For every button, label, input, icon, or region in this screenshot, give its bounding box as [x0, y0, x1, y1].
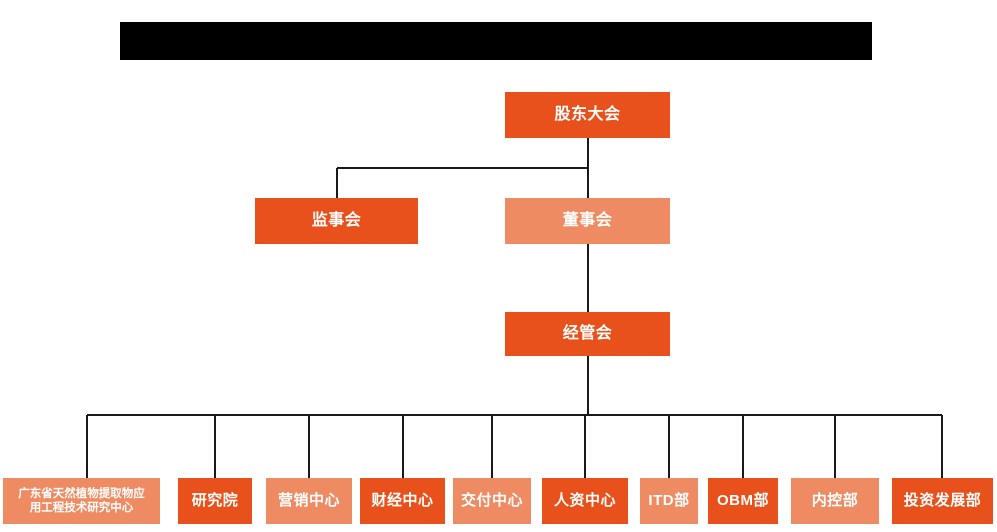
connector-management-down [586, 356, 589, 415]
node-label: 监事会 [311, 212, 362, 229]
node-label: 股东大会 [554, 106, 621, 123]
connector-department-stem [584, 415, 586, 478]
connector-supervisors-down [336, 168, 338, 198]
node-label: OBM部 [717, 491, 769, 509]
redacted-title-bar [120, 22, 872, 60]
node-board-of-directors[interactable]: 董事会 [505, 198, 670, 244]
node-label: ITD部 [648, 491, 690, 509]
node-label: 董事会 [562, 212, 613, 229]
node-management-committee[interactable]: 经管会 [505, 312, 670, 356]
connector-department-stem [214, 415, 216, 478]
node-label: 研究院 [191, 491, 239, 509]
node-shareholders-meeting[interactable]: 股东大会 [505, 92, 670, 138]
connector-shareholders-down [586, 138, 589, 168]
connector-department-stem [308, 415, 310, 478]
connector-department-stem [402, 415, 404, 478]
node-label: 内控部 [811, 491, 859, 509]
node-label: 广东省天然植物提取物应 用工程技术研究中心 [18, 487, 145, 514]
node-department[interactable]: ITD部 [640, 478, 698, 524]
node-department[interactable]: 交付中心 [453, 478, 531, 524]
connector-department-stem [941, 415, 943, 478]
node-label: 经管会 [562, 325, 613, 342]
node-label: 营销中心 [277, 491, 340, 509]
node-department[interactable]: 广东省天然植物提取物应 用工程技术研究中心 [3, 478, 160, 524]
connector-department-bus [87, 414, 942, 416]
node-department[interactable]: 人资中心 [542, 478, 628, 524]
node-department[interactable]: 投资发展部 [892, 478, 993, 524]
connector-directors-to-management [586, 244, 589, 312]
node-label: 交付中心 [460, 491, 523, 509]
node-board-of-supervisors[interactable]: 监事会 [255, 198, 418, 244]
node-label: 人资中心 [553, 491, 616, 509]
connector-department-stem [742, 415, 744, 478]
connector-directors-down [586, 168, 589, 198]
node-department[interactable]: 财经中心 [360, 478, 445, 524]
connector-department-stem [668, 415, 670, 478]
connector-branch-horizontal [337, 167, 587, 169]
node-label: 财经中心 [371, 491, 434, 509]
connector-department-stem [491, 415, 493, 478]
node-department[interactable]: 内控部 [791, 478, 879, 524]
node-department[interactable]: 营销中心 [266, 478, 352, 524]
node-department[interactable]: OBM部 [708, 478, 778, 524]
node-department[interactable]: 研究院 [178, 478, 252, 524]
node-label: 投资发展部 [903, 491, 982, 509]
connector-department-stem [834, 415, 836, 478]
connector-department-stem [86, 415, 88, 478]
